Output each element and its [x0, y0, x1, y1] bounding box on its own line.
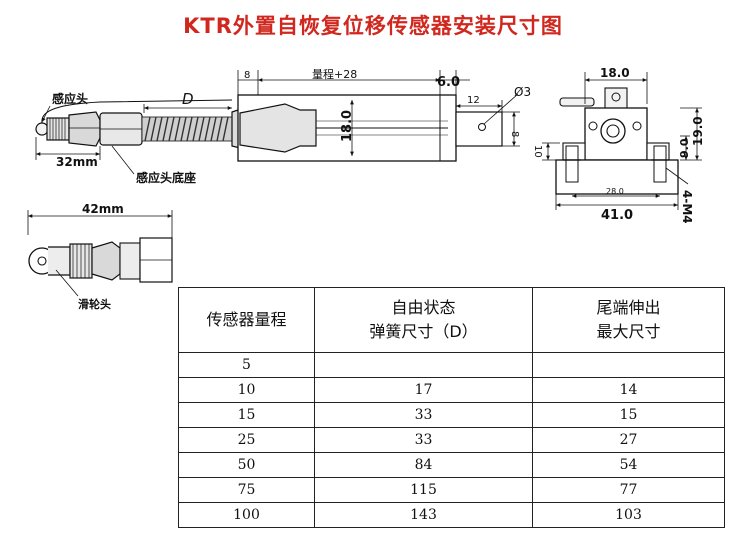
dim-8-tail-label: 8 — [509, 131, 520, 137]
cell-spring: 84 — [314, 452, 533, 478]
head-base-label: 感应头底座 — [136, 170, 196, 185]
cell-range: 75 — [178, 477, 315, 503]
cell-spring: 33 — [314, 402, 533, 428]
header-spring-size: 自由状态 弹簧尺寸（D） — [314, 287, 533, 353]
table-row: 5 — [178, 352, 725, 378]
dim-12-label: 12 — [467, 95, 480, 106]
cell-range: 5 — [178, 352, 315, 378]
sensor-head-label: 感应头 — [52, 91, 88, 106]
cell-range: 25 — [178, 427, 315, 453]
cell-spring: 17 — [314, 377, 533, 403]
dim-41-0-label: 41.0 — [601, 208, 633, 223]
cell-spring: 143 — [314, 502, 533, 528]
dim-18-0-end-label: 18.0 — [600, 66, 630, 80]
cell-spring: 33 — [314, 427, 533, 453]
dim-19-0-label: 19.0 — [691, 116, 705, 146]
dim-9-0-label: 9.0 — [678, 138, 691, 158]
cell-spring — [314, 352, 533, 378]
pulley-head-label: 滑轮头 — [78, 297, 111, 311]
pulley-head-view: 42mm 滑轮头 — [27, 202, 173, 311]
table-row: 50 84 54 — [178, 452, 725, 478]
dim-18-0-body-label: 18.0 — [340, 110, 355, 142]
end-view-base — [555, 159, 679, 195]
dim-28-0-label: 28.0 — [606, 187, 624, 196]
dim-phi3-label: Ø3 — [514, 85, 531, 99]
dim-8-label: 8 — [244, 70, 250, 81]
dim-range-label: 量程+28 — [312, 68, 357, 81]
dim-42mm-label: 42mm — [82, 202, 124, 216]
page-title: KTR外置自恢复位移传感器安装尺寸图 — [183, 14, 563, 38]
header-range: 传感器量程 — [178, 287, 315, 353]
spec-table: 传感器量程 自由状态 弹簧尺寸（D） 尾端伸出 最大尺寸 5 10 17 14 … — [178, 287, 725, 528]
cell-tail: 103 — [532, 502, 725, 528]
sensor-end-view: 18.0 19.0 9.0 10 28.0 41.0 4-M4 — [532, 66, 705, 224]
dim-10-label: 10 — [532, 145, 543, 158]
cell-range: 10 — [178, 377, 315, 403]
dim-6-0-label: 6.0 — [437, 75, 460, 90]
table-header-row: 传感器量程 自由状态 弹簧尺寸（D） 尾端伸出 最大尺寸 — [178, 287, 725, 353]
cell-range: 15 — [178, 402, 315, 428]
cell-tail: 14 — [532, 377, 725, 403]
table-row: 10 17 14 — [178, 377, 725, 403]
sensor-tip — [35, 122, 49, 136]
spring-d-label: D — [182, 90, 194, 108]
table-row: 15 33 15 — [178, 402, 725, 428]
sensor-cone — [239, 103, 317, 153]
cell-tail: 77 — [532, 477, 725, 503]
cell-tail: 54 — [532, 452, 725, 478]
sensor-head-base — [68, 111, 101, 147]
table-row: 25 33 27 — [178, 427, 725, 453]
cell-spring: 115 — [314, 477, 533, 503]
cell-tail: 15 — [532, 402, 725, 428]
sensor-side-view: D 8 量程+28 6.0 18.0 12 Ø3 — [35, 68, 531, 185]
cell-range: 50 — [178, 452, 315, 478]
dim-32mm-label: 32mm — [56, 155, 98, 169]
cell-tail — [532, 352, 725, 378]
header-tail-extension: 尾端伸出 最大尺寸 — [532, 287, 725, 353]
dim-4m4-label: 4-M4 — [680, 190, 694, 224]
cell-range: 100 — [178, 502, 315, 528]
table-row: 100 143 103 — [178, 502, 725, 528]
table-row: 75 115 77 — [178, 477, 725, 503]
cell-tail: 27 — [532, 427, 725, 453]
